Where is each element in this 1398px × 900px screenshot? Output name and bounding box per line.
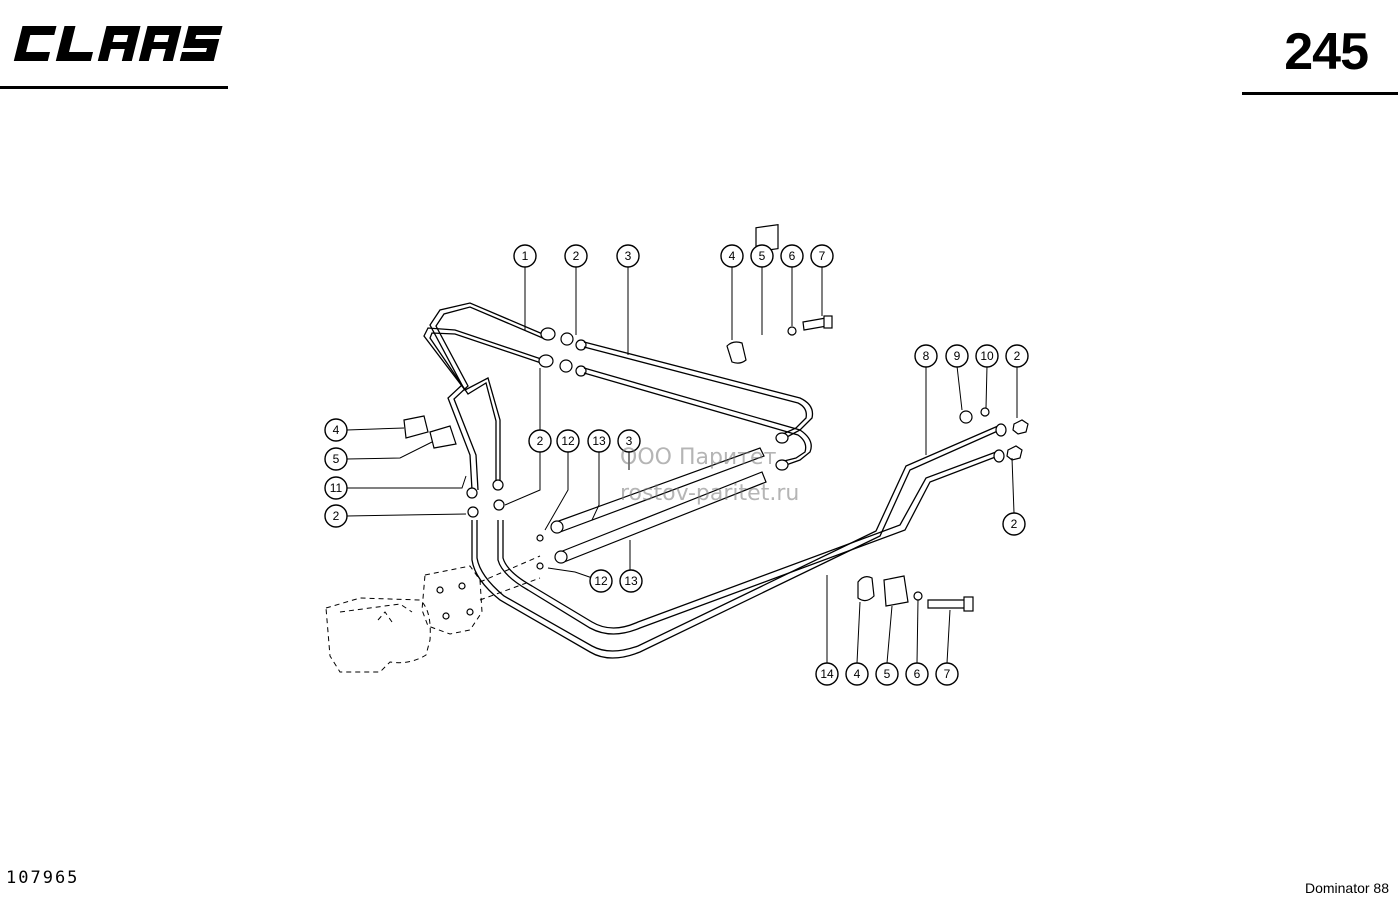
svg-text:4: 4	[729, 249, 736, 263]
svg-text:5: 5	[759, 249, 766, 263]
svg-text:3: 3	[625, 249, 632, 263]
svg-text:2: 2	[1014, 349, 1021, 363]
callout-2-right-bottom: 2	[1002, 512, 1026, 536]
callout-8: 8	[914, 344, 938, 368]
clamp-set-upper	[726, 223, 833, 364]
callout-14: 14	[815, 662, 839, 686]
watermark-url: rostov-paritet.ru	[620, 481, 800, 506]
nuts-9-10	[959, 407, 990, 424]
callout-13-mid: 13	[587, 429, 611, 453]
svg-text:12: 12	[561, 434, 575, 448]
callout-10: 10	[975, 344, 999, 368]
svg-text:2: 2	[1011, 517, 1018, 531]
pipe-long-14	[471, 419, 1029, 659]
callout-6-bottom: 6	[905, 662, 929, 686]
svg-text:2: 2	[537, 434, 544, 448]
svg-text:13: 13	[624, 574, 638, 588]
svg-text:9: 9	[954, 349, 961, 363]
callouts: 1 2 3 4 5 6 7 8 9 10 2 2 12 13 3 4 5 11 …	[324, 244, 1029, 686]
valve-housing-dashed	[325, 555, 541, 673]
svg-text:5: 5	[333, 452, 340, 466]
svg-text:14: 14	[820, 667, 834, 681]
leader-lines	[346, 265, 1018, 664]
callout-7-top: 7	[810, 244, 834, 268]
watermark-company: ООО Паритет	[620, 445, 777, 470]
claas-logo	[13, 26, 223, 61]
hoses-13	[536, 447, 767, 570]
watermark: ООО Паритет rostov-paritet.ru	[620, 440, 799, 512]
callout-12-mid: 12	[556, 429, 580, 453]
svg-text:7: 7	[819, 249, 826, 263]
callout-11: 11	[324, 476, 348, 500]
callout-5-left: 5	[324, 447, 348, 471]
callout-4-left: 4	[324, 418, 348, 442]
callout-9: 9	[945, 344, 969, 368]
page-number: 245	[1284, 23, 1369, 81]
page-number-underline	[1242, 92, 1398, 95]
svg-text:2: 2	[333, 509, 340, 523]
svg-text:11: 11	[330, 481, 343, 495]
callout-5-bottom: 5	[875, 662, 899, 686]
pipe-fittings-upper	[466, 327, 587, 518]
svg-text:1: 1	[522, 249, 529, 263]
callout-3-mid: 3	[617, 429, 641, 453]
logo-underline	[0, 86, 228, 89]
svg-text:5: 5	[884, 667, 891, 681]
callout-6-top: 6	[780, 244, 804, 268]
callout-4-bottom: 4	[845, 662, 869, 686]
clamp-set-left	[403, 415, 457, 449]
model-name: Dominator 88	[1304, 880, 1389, 896]
svg-text:8: 8	[923, 349, 930, 363]
pipe-long-3	[583, 341, 814, 471]
callout-2-right-top: 2	[1005, 344, 1029, 368]
svg-text:3: 3	[626, 434, 633, 448]
callout-13-bottom: 13	[619, 569, 643, 593]
callout-4-top: 4	[720, 244, 744, 268]
callout-5-top: 5	[750, 244, 774, 268]
pipe-upper-left	[423, 302, 551, 491]
callout-2-left: 2	[324, 504, 348, 528]
svg-text:6: 6	[914, 667, 921, 681]
svg-text:12: 12	[594, 574, 608, 588]
callout-1: 1	[513, 244, 537, 268]
clamp-set-lower	[857, 575, 974, 612]
callout-12-bottom: 12	[589, 569, 613, 593]
svg-text:7: 7	[944, 667, 951, 681]
callout-7-bottom: 7	[935, 662, 959, 686]
svg-text:4: 4	[854, 667, 861, 681]
callout-3-top: 3	[616, 244, 640, 268]
callout-2-top: 2	[564, 244, 588, 268]
svg-text:10: 10	[980, 349, 994, 363]
document-number: 107965	[6, 868, 80, 888]
svg-text:6: 6	[789, 249, 796, 263]
svg-text:4: 4	[333, 423, 340, 437]
svg-text:2: 2	[573, 249, 580, 263]
svg-text:13: 13	[592, 434, 606, 448]
callout-2-mid: 2	[528, 429, 552, 453]
